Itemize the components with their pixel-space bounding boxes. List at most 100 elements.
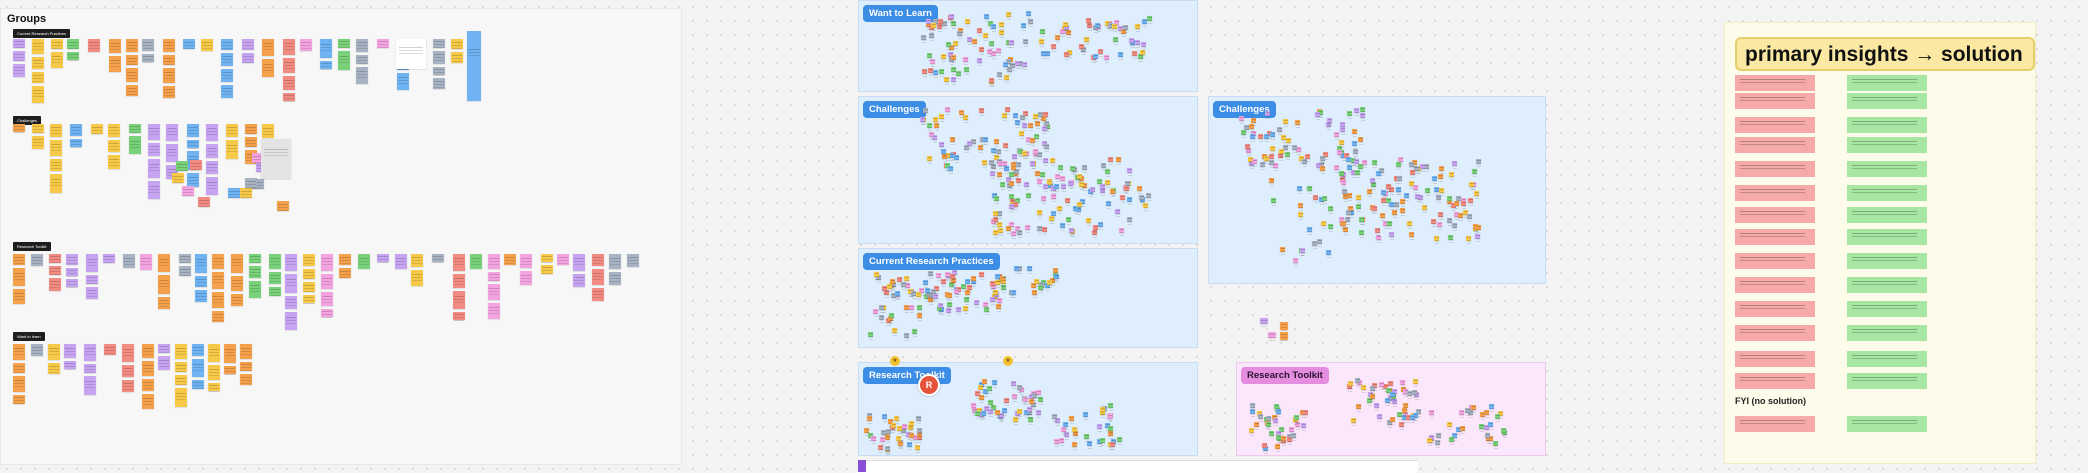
sticky-note[interactable] — [277, 201, 289, 211]
sticky-note[interactable] — [897, 277, 902, 282]
sticky-note[interactable] — [50, 159, 62, 171]
sticky-note[interactable] — [917, 313, 922, 318]
sticky-note[interactable] — [1416, 409, 1421, 414]
sticky-note[interactable] — [887, 284, 892, 289]
sticky-note[interactable] — [1055, 35, 1060, 40]
sticky-note[interactable] — [285, 296, 297, 309]
sticky-note[interactable] — [1004, 75, 1009, 80]
sticky-note[interactable] — [1287, 434, 1292, 439]
sticky-note[interactable] — [993, 217, 998, 222]
sticky-note[interactable] — [129, 136, 141, 154]
sticky-note[interactable] — [1110, 442, 1115, 447]
sticky-note[interactable] — [262, 59, 274, 77]
sticky-note[interactable] — [1414, 166, 1419, 171]
sticky-note[interactable] — [1011, 165, 1016, 170]
sticky-note[interactable] — [1039, 282, 1044, 287]
sticky-note[interactable] — [163, 68, 175, 83]
sticky-note[interactable] — [1084, 434, 1089, 439]
sticky-note[interactable] — [1316, 163, 1321, 168]
sticky-note[interactable] — [1452, 433, 1457, 438]
sticky-note[interactable] — [1013, 417, 1018, 422]
sticky-note[interactable] — [912, 329, 917, 334]
problem-note[interactable] — [1735, 373, 1815, 389]
sticky-note[interactable] — [945, 272, 950, 277]
sticky-note[interactable] — [1073, 206, 1078, 211]
sticky-note[interactable] — [1015, 120, 1020, 125]
solution-note[interactable] — [1847, 75, 1927, 91]
sticky-note[interactable] — [995, 280, 1000, 285]
sticky-note[interactable] — [967, 285, 972, 290]
sticky-note[interactable] — [1313, 195, 1318, 200]
sticky-note[interactable] — [963, 57, 968, 62]
sticky-note[interactable] — [183, 39, 195, 49]
sticky-note[interactable] — [13, 268, 25, 286]
sticky-note[interactable] — [1270, 146, 1275, 151]
sticky-note[interactable] — [1006, 177, 1011, 182]
sticky-note[interactable] — [195, 254, 207, 273]
sticky-note[interactable] — [1049, 216, 1054, 221]
sticky-note[interactable] — [126, 85, 138, 96]
sticky-note[interactable] — [283, 76, 295, 90]
sticky-note[interactable] — [1000, 182, 1005, 187]
sticky-note[interactable] — [997, 72, 1002, 77]
sticky-note[interactable] — [122, 344, 134, 362]
sticky-note[interactable] — [1257, 411, 1262, 416]
sticky-note[interactable] — [1002, 161, 1007, 166]
sticky-note[interactable] — [1394, 202, 1399, 207]
sticky-note[interactable] — [1356, 204, 1361, 209]
sticky-note[interactable] — [1249, 161, 1254, 166]
sticky-note[interactable] — [573, 254, 585, 271]
sticky-note[interactable] — [963, 115, 968, 120]
sticky-note[interactable] — [934, 123, 939, 128]
sticky-note[interactable] — [1249, 428, 1254, 433]
sticky-note[interactable] — [13, 254, 25, 265]
sticky-note[interactable] — [1069, 228, 1074, 233]
solution-note[interactable] — [1847, 229, 1927, 245]
sticky-note[interactable] — [926, 292, 931, 297]
sticky-note[interactable] — [906, 432, 911, 437]
sticky-note[interactable] — [1066, 30, 1071, 35]
sticky-note[interactable] — [939, 142, 944, 147]
sticky-note[interactable] — [949, 282, 954, 287]
sticky-note[interactable] — [1266, 416, 1271, 421]
sticky-note[interactable] — [1413, 379, 1418, 384]
sticky-note[interactable] — [956, 71, 961, 76]
sticky-note[interactable] — [1396, 162, 1401, 167]
sticky-note[interactable] — [1418, 195, 1423, 200]
sticky-note[interactable] — [269, 287, 281, 296]
sticky-note[interactable] — [1047, 280, 1052, 285]
sticky-note[interactable] — [873, 309, 878, 314]
sticky-note[interactable] — [1044, 144, 1049, 149]
sticky-note[interactable] — [904, 305, 909, 310]
sticky-note[interactable] — [989, 41, 994, 46]
sticky-note[interactable] — [228, 188, 240, 198]
sticky-note[interactable] — [982, 160, 987, 165]
sticky-note[interactable] — [1142, 19, 1147, 24]
sticky-note[interactable] — [1400, 380, 1405, 385]
sticky-note[interactable] — [1029, 399, 1034, 404]
sticky-note[interactable] — [470, 254, 482, 269]
solution-note[interactable] — [1847, 373, 1927, 389]
sticky-note[interactable] — [979, 108, 984, 113]
sticky-note[interactable] — [1438, 174, 1443, 179]
sticky-note[interactable] — [1274, 404, 1279, 409]
sticky-note[interactable] — [1143, 203, 1148, 208]
sticky-note[interactable] — [937, 24, 942, 29]
sticky-note[interactable] — [891, 423, 896, 428]
sticky-note[interactable] — [880, 437, 885, 442]
sticky-note[interactable] — [1097, 439, 1102, 444]
sticky-note[interactable] — [13, 51, 25, 61]
sticky-note[interactable] — [1064, 52, 1069, 57]
sticky-note[interactable] — [1326, 250, 1331, 255]
sticky-note[interactable] — [397, 73, 409, 90]
sticky-note[interactable] — [285, 254, 297, 271]
sticky-note[interactable] — [1043, 112, 1048, 117]
sticky-note[interactable] — [978, 385, 983, 390]
sticky-note[interactable] — [1285, 152, 1290, 157]
sticky-note[interactable] — [395, 254, 407, 269]
sticky-note[interactable] — [1125, 181, 1130, 186]
sticky-note[interactable] — [1436, 433, 1441, 438]
sticky-note[interactable] — [1254, 422, 1259, 427]
sticky-note[interactable] — [49, 254, 61, 263]
sticky-note[interactable] — [1479, 424, 1484, 429]
